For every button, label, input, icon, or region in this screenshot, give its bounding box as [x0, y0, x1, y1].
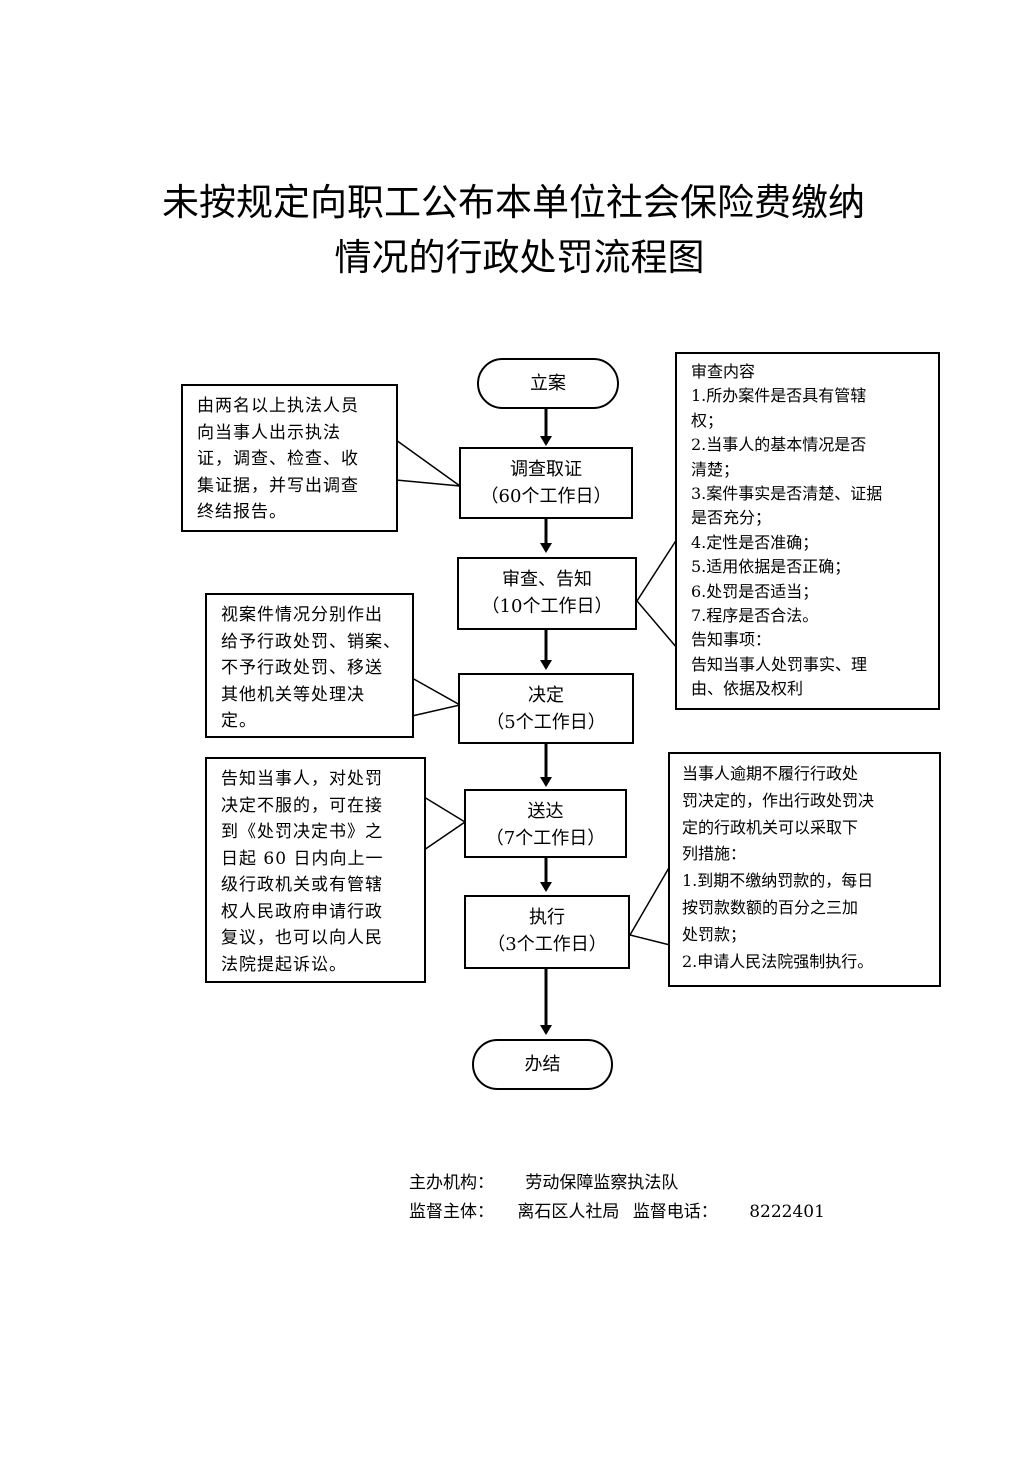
note-line: 日起 60 日内向上一 — [221, 848, 384, 869]
note-line: 向当事人出示执法 — [197, 422, 341, 443]
footer-org: 主办机构： 劳动保障监察执法队 — [409, 1168, 678, 1193]
step-execution-duration: （3个工作日） — [487, 934, 607, 955]
callout-execution-pointer — [628, 865, 671, 946]
note-line: 4.定性是否准确； — [691, 532, 819, 552]
note-line: 告知事项： — [691, 630, 772, 650]
note-line: 权； — [691, 410, 724, 430]
note-line: 告知当事人处罚事实、理 — [691, 654, 868, 674]
footer-org-label: 主办机构： — [409, 1173, 494, 1193]
note-execution: 当事人逾期不履行行政处 罚决定的，作出行政处罚决 定的行政机关可以采取下 列措施… — [668, 752, 941, 987]
note-line: 其他机关等处理决 — [221, 684, 365, 705]
note-line: 7.程序是否合法。 — [691, 606, 819, 626]
note-line: 5.适用依据是否正确； — [691, 557, 851, 577]
note-line: 视案件情况分别作出 — [221, 605, 383, 625]
note-line: 3.案件事实是否清楚、证据 — [691, 484, 883, 504]
step-delivery: 送达 （7个工作日） — [464, 789, 627, 858]
note-line: 罚决定的，作出行政处罚决 — [682, 790, 875, 810]
step-investigation-duration: （60个工作日） — [480, 486, 612, 507]
note-review: 审查内容 1.所办案件是否具有管辖 权； 2.当事人的基本情况是否 清楚； 3.… — [675, 352, 940, 710]
note-line: 给予行政处罚、销案、 — [221, 631, 401, 652]
note-line: 权人民政府申请行政 — [221, 901, 383, 922]
end-label: 办结 — [524, 1054, 561, 1075]
step-decision: 决定 （5个工作日） — [458, 673, 634, 744]
note-line: 级行政机关或有管辖 — [221, 875, 383, 895]
callout-decision-pointer — [411, 677, 463, 717]
note-line: 当事人逾期不履行行政处 — [682, 764, 859, 783]
note-line: 是否充分； — [691, 508, 772, 528]
note-line: 由两名以上执法人员 — [197, 396, 359, 416]
footer-phone-label: 监督电话： — [632, 1202, 718, 1222]
callout-delivery-pointer — [423, 796, 467, 851]
step-investigation-label: 调查取证 — [510, 459, 582, 480]
note-line: 决定不服的，可在接 — [221, 795, 383, 816]
note-line: 集证据，并写出调查 — [197, 475, 359, 496]
page-title-line2: 情况的行政处罚流程图 — [334, 236, 705, 279]
step-execution: 执行 （3个工作日） — [464, 895, 630, 969]
note-line: 1.所办案件是否具有管辖 — [691, 386, 867, 406]
footer-supervisor-value: 离石区人社局 — [517, 1202, 620, 1222]
note-line: 不予行政处罚、移送 — [221, 658, 383, 678]
note-line: 处罚款； — [682, 924, 747, 944]
note-line: 复议，也可以向人民 — [221, 928, 383, 948]
end-node: 办结 — [472, 1039, 613, 1090]
page-title-line1: 未按规定向职工公布本单位社会保险费缴纳 — [162, 181, 865, 224]
step-delivery-label: 送达 — [527, 801, 564, 822]
note-line: 证，调查、检查、收 — [197, 449, 359, 469]
step-review: 审查、告知 （10个工作日） — [457, 557, 637, 630]
note-line: 2.申请人民法院强制执行。 — [682, 951, 874, 971]
note-line: 定。 — [221, 711, 257, 731]
note-line: 审查内容 — [691, 362, 756, 381]
note-line: 1.到期不缴纳罚款的，每日 — [682, 871, 874, 891]
note-line: 清楚； — [691, 459, 740, 479]
footer-org-value: 劳动保障监察执法队 — [525, 1173, 679, 1193]
note-line: 定的行政机关可以采取下 — [682, 817, 859, 837]
callout-review-pointer — [636, 538, 678, 649]
note-line: 到《处罚决定书》之 — [221, 822, 383, 842]
step-execution-label: 执行 — [529, 907, 565, 928]
note-line: 告知当事人，对处罚 — [221, 769, 383, 789]
note-delivery: 告知当事人，对处罚 决定不服的，可在接 到《处罚决定书》之 日起 60 日内向上… — [205, 757, 426, 983]
note-investigation: 由两名以上执法人员 向当事人出示执法 证，调查、检查、收 集证据，并写出调查 终… — [181, 384, 398, 532]
step-decision-label: 决定 — [528, 685, 564, 706]
note-line: 按罚款数额的百分之三加 — [682, 897, 859, 917]
footer-phone-value: 8222401 — [749, 1202, 825, 1222]
footer-supervisor-label: 监督主体： — [409, 1202, 494, 1222]
step-review-duration: （10个工作日） — [481, 596, 613, 617]
start-label: 立案 — [530, 373, 566, 394]
callout-investigation-pointer — [395, 439, 463, 488]
start-node: 立案 — [477, 358, 619, 409]
step-review-label: 审查、告知 — [502, 569, 592, 590]
note-line: 终结报告。 — [197, 502, 287, 522]
step-decision-duration: （5个工作日） — [486, 712, 606, 733]
step-investigation: 调查取证 （60个工作日） — [459, 447, 633, 519]
note-decision: 视案件情况分别作出 给予行政处罚、销案、 不予行政处罚、移送 其他机关等处理决 … — [205, 593, 414, 738]
note-line: 6.处罚是否适当； — [691, 581, 819, 601]
note-line: 由、依据及权利 — [691, 679, 804, 699]
note-line: 列措施： — [682, 844, 747, 864]
step-delivery-duration: （7个工作日） — [485, 828, 606, 849]
note-line: 2.当事人的基本情况是否 — [691, 435, 867, 455]
note-line: 法院提起诉讼。 — [221, 954, 347, 975]
footer-supervision: 监督主体： 离石区人社局 监督电话： 8222401 — [409, 1197, 825, 1222]
